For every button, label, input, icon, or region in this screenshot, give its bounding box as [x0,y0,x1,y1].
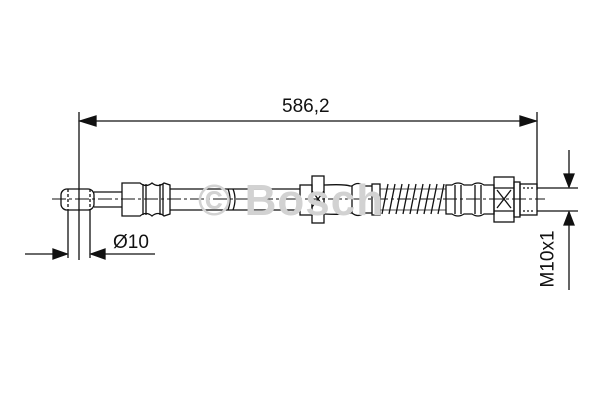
watermark-text: Bosch [244,176,385,225]
thread-dimension [537,150,578,290]
middle-hex-fitting [299,175,381,224]
diameter-label: Ø10 [113,232,149,253]
spring-guard [380,183,446,215]
watermark: © Bosch [198,176,384,226]
copyright-icon: © [198,176,232,225]
right-hex-nut [493,176,538,223]
left-end-fitting [60,188,122,211]
hose-body [170,188,300,211]
left-crimp-sleeve [121,182,171,217]
length-label: 586,2 [282,96,330,117]
diameter-dimension [25,210,155,260]
thread-label: M10x1 [537,230,559,288]
